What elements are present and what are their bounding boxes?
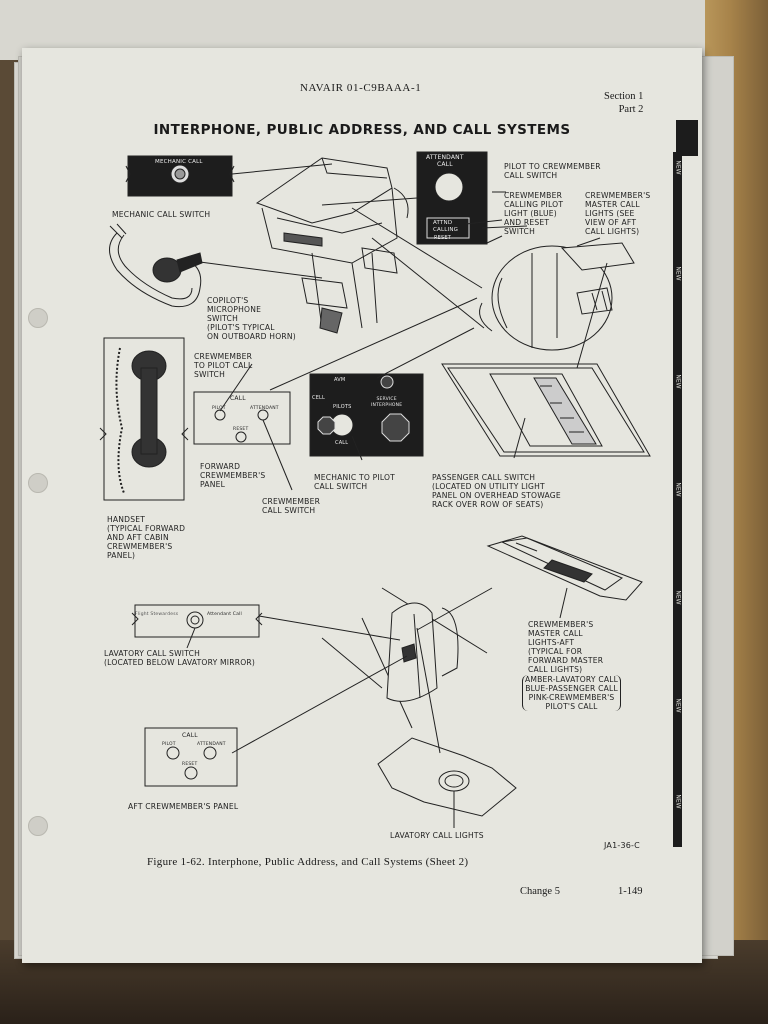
fwd-pilot-label: PILOT [212, 406, 226, 411]
pilots-label: PILOTS [333, 404, 352, 410]
section-part: Section 1 Part 2 [604, 90, 643, 116]
aft-pilot-label: PILOT [162, 742, 176, 747]
crewmember-call-switch-callout: CREWMEMBER CALL SWITCH [262, 497, 321, 515]
system-illustration [99, 151, 651, 828]
microphone-switch-illustration [109, 223, 203, 308]
punch-hole [28, 816, 48, 836]
punch-hole [28, 473, 48, 493]
figure-caption: Figure 1-62. Interphone, Public Address,… [147, 856, 469, 868]
handset-illustration [99, 337, 189, 501]
aft-master-call-panel [486, 535, 643, 601]
passenger-utility-panel [441, 363, 651, 457]
attnd-calling-label: ATTND CALLING [433, 220, 459, 233]
lavatory-call-lights-callout: LAVATORY CALL LIGHTS [390, 831, 484, 840]
pilot-to-crewmember-callout: PILOT TO CREWMEMBER CALL SWITCH [504, 162, 601, 180]
passenger-call-switch-callout: PASSENGER CALL SWITCH (LOCATED ON UTILIT… [432, 473, 561, 509]
aft-reset-label: RESET [182, 762, 198, 767]
master-call-aft-callout: CREWMEMBER'S MASTER CALL LIGHTS-AFT (TYP… [528, 620, 604, 674]
light-colors-callout: AMBER-LAVATORY CALL BLUE-PASSENGER CALL … [522, 675, 622, 711]
forward-panel-callout: FORWARD CREWMEMBER'S PANEL [200, 462, 266, 489]
change-bar [673, 152, 682, 847]
part-label: Part 2 [618, 104, 644, 115]
change-tab [676, 120, 698, 156]
lavatory-left-label: Flight Stewardess [135, 612, 179, 617]
punch-hole [28, 308, 48, 328]
crewmember-master-call-callout: CREWMEMBER'S MASTER CALL LIGHTS (SEE VIE… [585, 191, 651, 236]
figure-code: JA1-36-C [604, 841, 640, 850]
lavatory-switch-panel [134, 604, 260, 638]
avm-label: AVM [334, 377, 346, 383]
aft-cabin-illustration [321, 587, 488, 729]
forward-crewmember-panel [193, 391, 291, 445]
section-label: Section 1 [604, 91, 644, 102]
aft-crewmember-panel [144, 727, 238, 787]
lavatory-call-switch-callout: LAVATORY CALL SWITCH (LOCATED BELOW LAVA… [104, 649, 256, 667]
fwd-attendant-label: ATTENDANT [250, 406, 279, 411]
aft-panel-callout: AFT CREWMEMBER'S PANEL [128, 802, 239, 811]
attendant-call-label: ATTENDANT CALL [426, 154, 464, 168]
fwd-call-label: CALL [230, 395, 246, 402]
leader-lines [186, 163, 608, 828]
change-number: Change 5 [520, 886, 560, 897]
cell-label: CELL [312, 395, 326, 401]
manual-page: NAVAIR 01-C9BAAA-1 Section 1 Part 2 INTE… [22, 48, 702, 963]
aft-attendant-label: ATTENDANT [197, 742, 226, 747]
crewmember-calling-pilot-callout: CREWMEMBER CALLING PILOT LIGHT (BLUE) AN… [504, 191, 564, 236]
crewmember-to-pilot-callout: CREWMEMBER TO PILOT CALL SWITCH [194, 352, 253, 379]
cockpit-illustration [255, 157, 409, 334]
lavatory-right-label: Attendant Call [207, 612, 243, 617]
fwd-reset-label: RESET [233, 427, 249, 432]
reset-label: RESET [434, 235, 452, 241]
mechanic-pilot-panel [309, 373, 424, 457]
page-number: 1-149 [618, 886, 643, 897]
service-interphone-label: SERVICE INTERPHONE [371, 397, 403, 408]
page-title: INTERPHONE, PUBLIC ADDRESS, AND CALL SYS… [153, 122, 571, 138]
mechanic-call-switch-callout: MECHANIC CALL SWITCH [112, 210, 211, 219]
mechanic-to-pilot-callout: MECHANIC TO PILOT CALL SWITCH [314, 473, 396, 491]
lavatory-lights-plate [377, 737, 517, 817]
copilot-mic-callout: COPILOT'S MICROPHONE SWITCH (PILOT'S TYP… [207, 296, 296, 341]
mech-call-label: CALL [335, 440, 349, 446]
mechanic-call-label: MECHANIC CALL [155, 159, 203, 165]
document-number: NAVAIR 01-C9BAAA-1 [300, 82, 422, 94]
fuselage-illustration [479, 242, 635, 351]
aft-call-label: CALL [182, 732, 198, 739]
handset-callout: HANDSET (TYPICAL FORWARD AND AFT CABIN C… [107, 515, 186, 560]
